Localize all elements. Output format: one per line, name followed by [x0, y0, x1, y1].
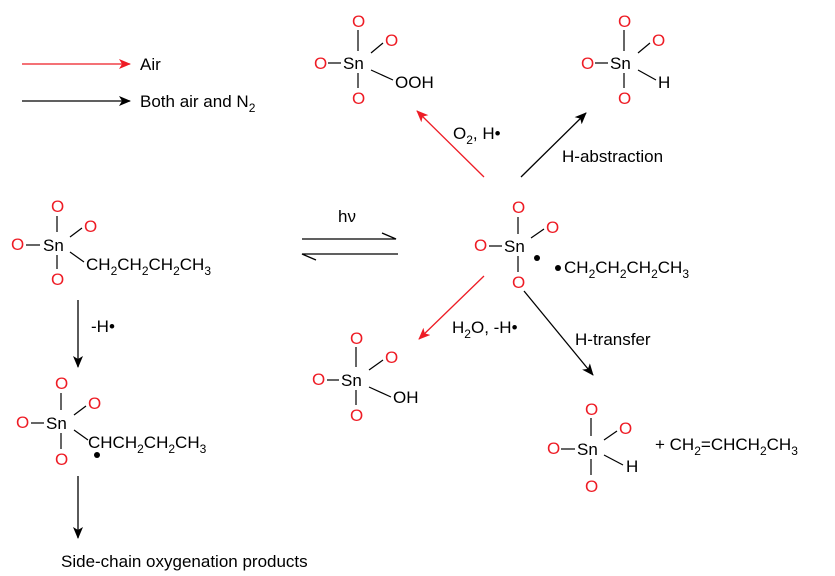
hydroxyl-group: OH [393, 388, 419, 407]
arrow-to-hydride-top [520, 112, 587, 178]
h-abstraction-label: H-abstraction [562, 147, 663, 166]
butene-product: + CH2=CHCH2CH3 [655, 435, 798, 458]
oxygen-atom: O [88, 394, 101, 413]
sn-butyl: O O O O Sn CH2CH2CH2CH3 [11, 197, 211, 289]
oxygen-atom: O [312, 370, 325, 389]
oxidation-label: O2, H• [453, 124, 501, 147]
oxygen-atom: O [55, 374, 68, 393]
side-chain: CHCH2CH2CH3 [88, 433, 207, 456]
tin-atom: Sn [504, 237, 525, 256]
oxygen-atom: O [84, 217, 97, 236]
oxygen-atom: O [585, 477, 598, 496]
tin-atom: Sn [343, 54, 364, 73]
arrow-to-hydride-bottom [523, 290, 594, 376]
legend: Air Both air and N2 [22, 55, 256, 115]
photolysis-equilibrium: hν [301, 207, 398, 261]
sn-hydroperoxide: O O O O Sn OOH [314, 12, 434, 108]
butyl-radical-dot [555, 265, 561, 271]
oxygen-atom: O [547, 439, 560, 458]
oxygen-atom: O [618, 12, 631, 31]
hydrogen-atom: H [626, 457, 638, 476]
oxygen-atom: O [585, 400, 598, 419]
oxygen-atom: O [51, 270, 64, 289]
tin-atom: Sn [341, 371, 362, 390]
h-transfer-label: H-transfer [575, 330, 651, 349]
tin-radical-dot [534, 255, 540, 261]
tin-atom: Sn [577, 440, 598, 459]
sn-hydride-bottom: O O O O Sn H [547, 400, 638, 496]
oxygen-atom: O [385, 348, 398, 367]
hydrogen-atom: H [658, 73, 670, 92]
oxygen-atom: O [512, 198, 525, 217]
side-chain-products-label: Side-chain oxygenation products [61, 552, 308, 571]
sn-radical: O O O O Sn CH2CH2CH2CH3 [474, 198, 689, 292]
oxygen-atom: O [546, 218, 559, 237]
oxygen-atom: O [619, 419, 632, 438]
oxygen-atom: O [314, 54, 327, 73]
h-loss-label: -H• [91, 317, 115, 336]
tin-atom: Sn [610, 54, 631, 73]
oxygen-atom: O [352, 12, 365, 31]
oxygen-atom: O [385, 31, 398, 50]
oxygen-atom: O [350, 406, 363, 425]
oxygen-atom: O [352, 89, 365, 108]
oxygen-atom: O [55, 450, 68, 469]
legend-air-label: Air [140, 55, 161, 74]
tin-atom: Sn [43, 236, 64, 255]
oxygen-atom: O [16, 413, 29, 432]
sn-side-chain-radical: O O O O Sn CHCH2CH2CH3 [16, 374, 207, 469]
side-chain-radical-dot [94, 452, 100, 458]
hydrolysis-label: H2O, -H• [452, 318, 518, 341]
photolysis-label: hν [338, 207, 356, 226]
butyl-chain: CH2CH2CH2CH3 [86, 255, 211, 278]
oxygen-atom: O [11, 235, 24, 254]
tin-atom: Sn [46, 414, 67, 433]
oxygen-atom: O [474, 236, 487, 255]
oxygen-atom: O [350, 329, 363, 348]
arrow-to-hydroperoxide [416, 110, 485, 178]
sn-hydride-top: O O O O Sn H [581, 12, 670, 108]
oxygen-atom: O [512, 273, 525, 292]
hydroperoxyl-group: OOH [395, 73, 434, 92]
oxygen-atom: O [581, 54, 594, 73]
radical-chain: CH2CH2CH2CH3 [564, 258, 689, 281]
sn-hydroxide: O O O O Sn OH [312, 329, 419, 425]
oxygen-atom: O [618, 89, 631, 108]
oxygen-atom: O [652, 31, 665, 50]
legend-both-label: Both air and N2 [140, 92, 256, 115]
oxygen-atom: O [51, 197, 64, 216]
arrow-to-hydroxide [418, 275, 485, 340]
